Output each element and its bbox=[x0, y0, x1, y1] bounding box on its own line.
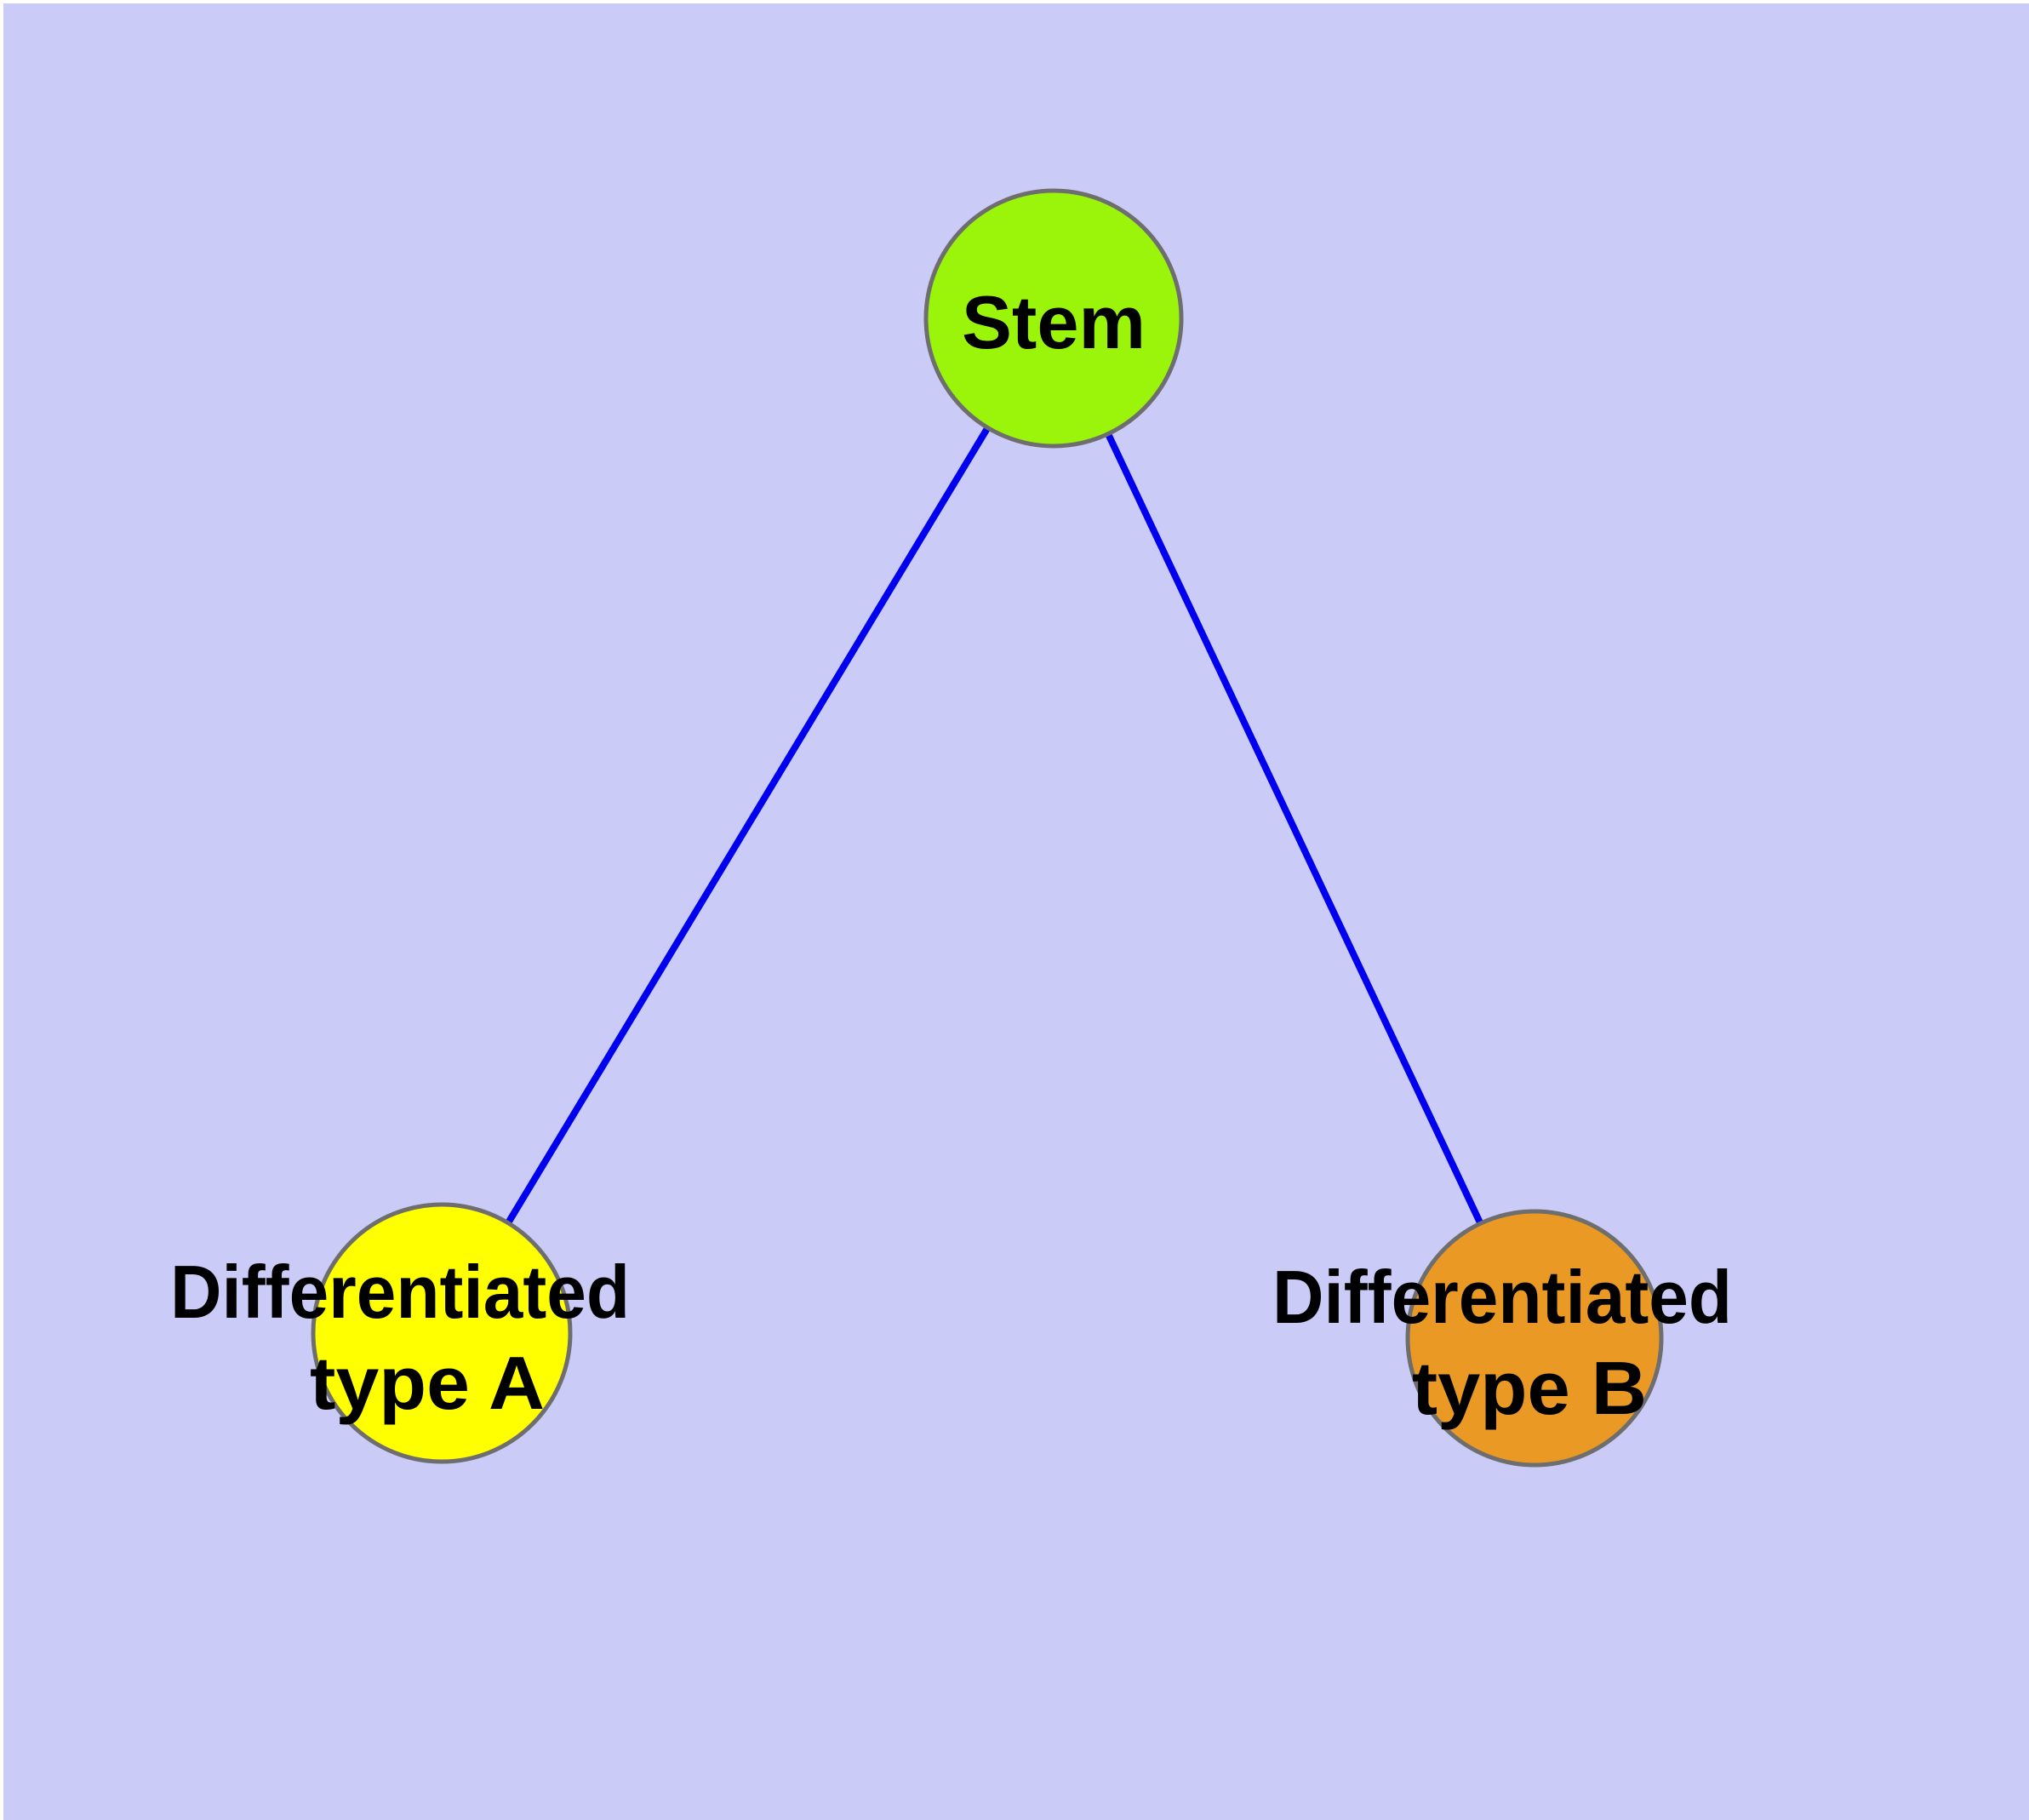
differentiated-type-a-label-line1: Differentiated bbox=[170, 1250, 630, 1334]
differentiated-type-b-label-line1: Differentiated bbox=[1272, 1255, 1732, 1339]
differentiated-type-a-node bbox=[311, 1202, 573, 1464]
stem-node bbox=[923, 188, 1184, 449]
edge-stem-to-type-a bbox=[438, 316, 1057, 1336]
differentiated-type-b-node bbox=[1405, 1209, 1664, 1468]
differentiated-type-b-label-line2: type B bbox=[1412, 1346, 1647, 1430]
differentiated-type-a-label-line2: type A bbox=[310, 1341, 545, 1425]
edge-stem-to-type-b bbox=[1050, 317, 1538, 1340]
stem-node-label: Stem bbox=[962, 280, 1146, 364]
